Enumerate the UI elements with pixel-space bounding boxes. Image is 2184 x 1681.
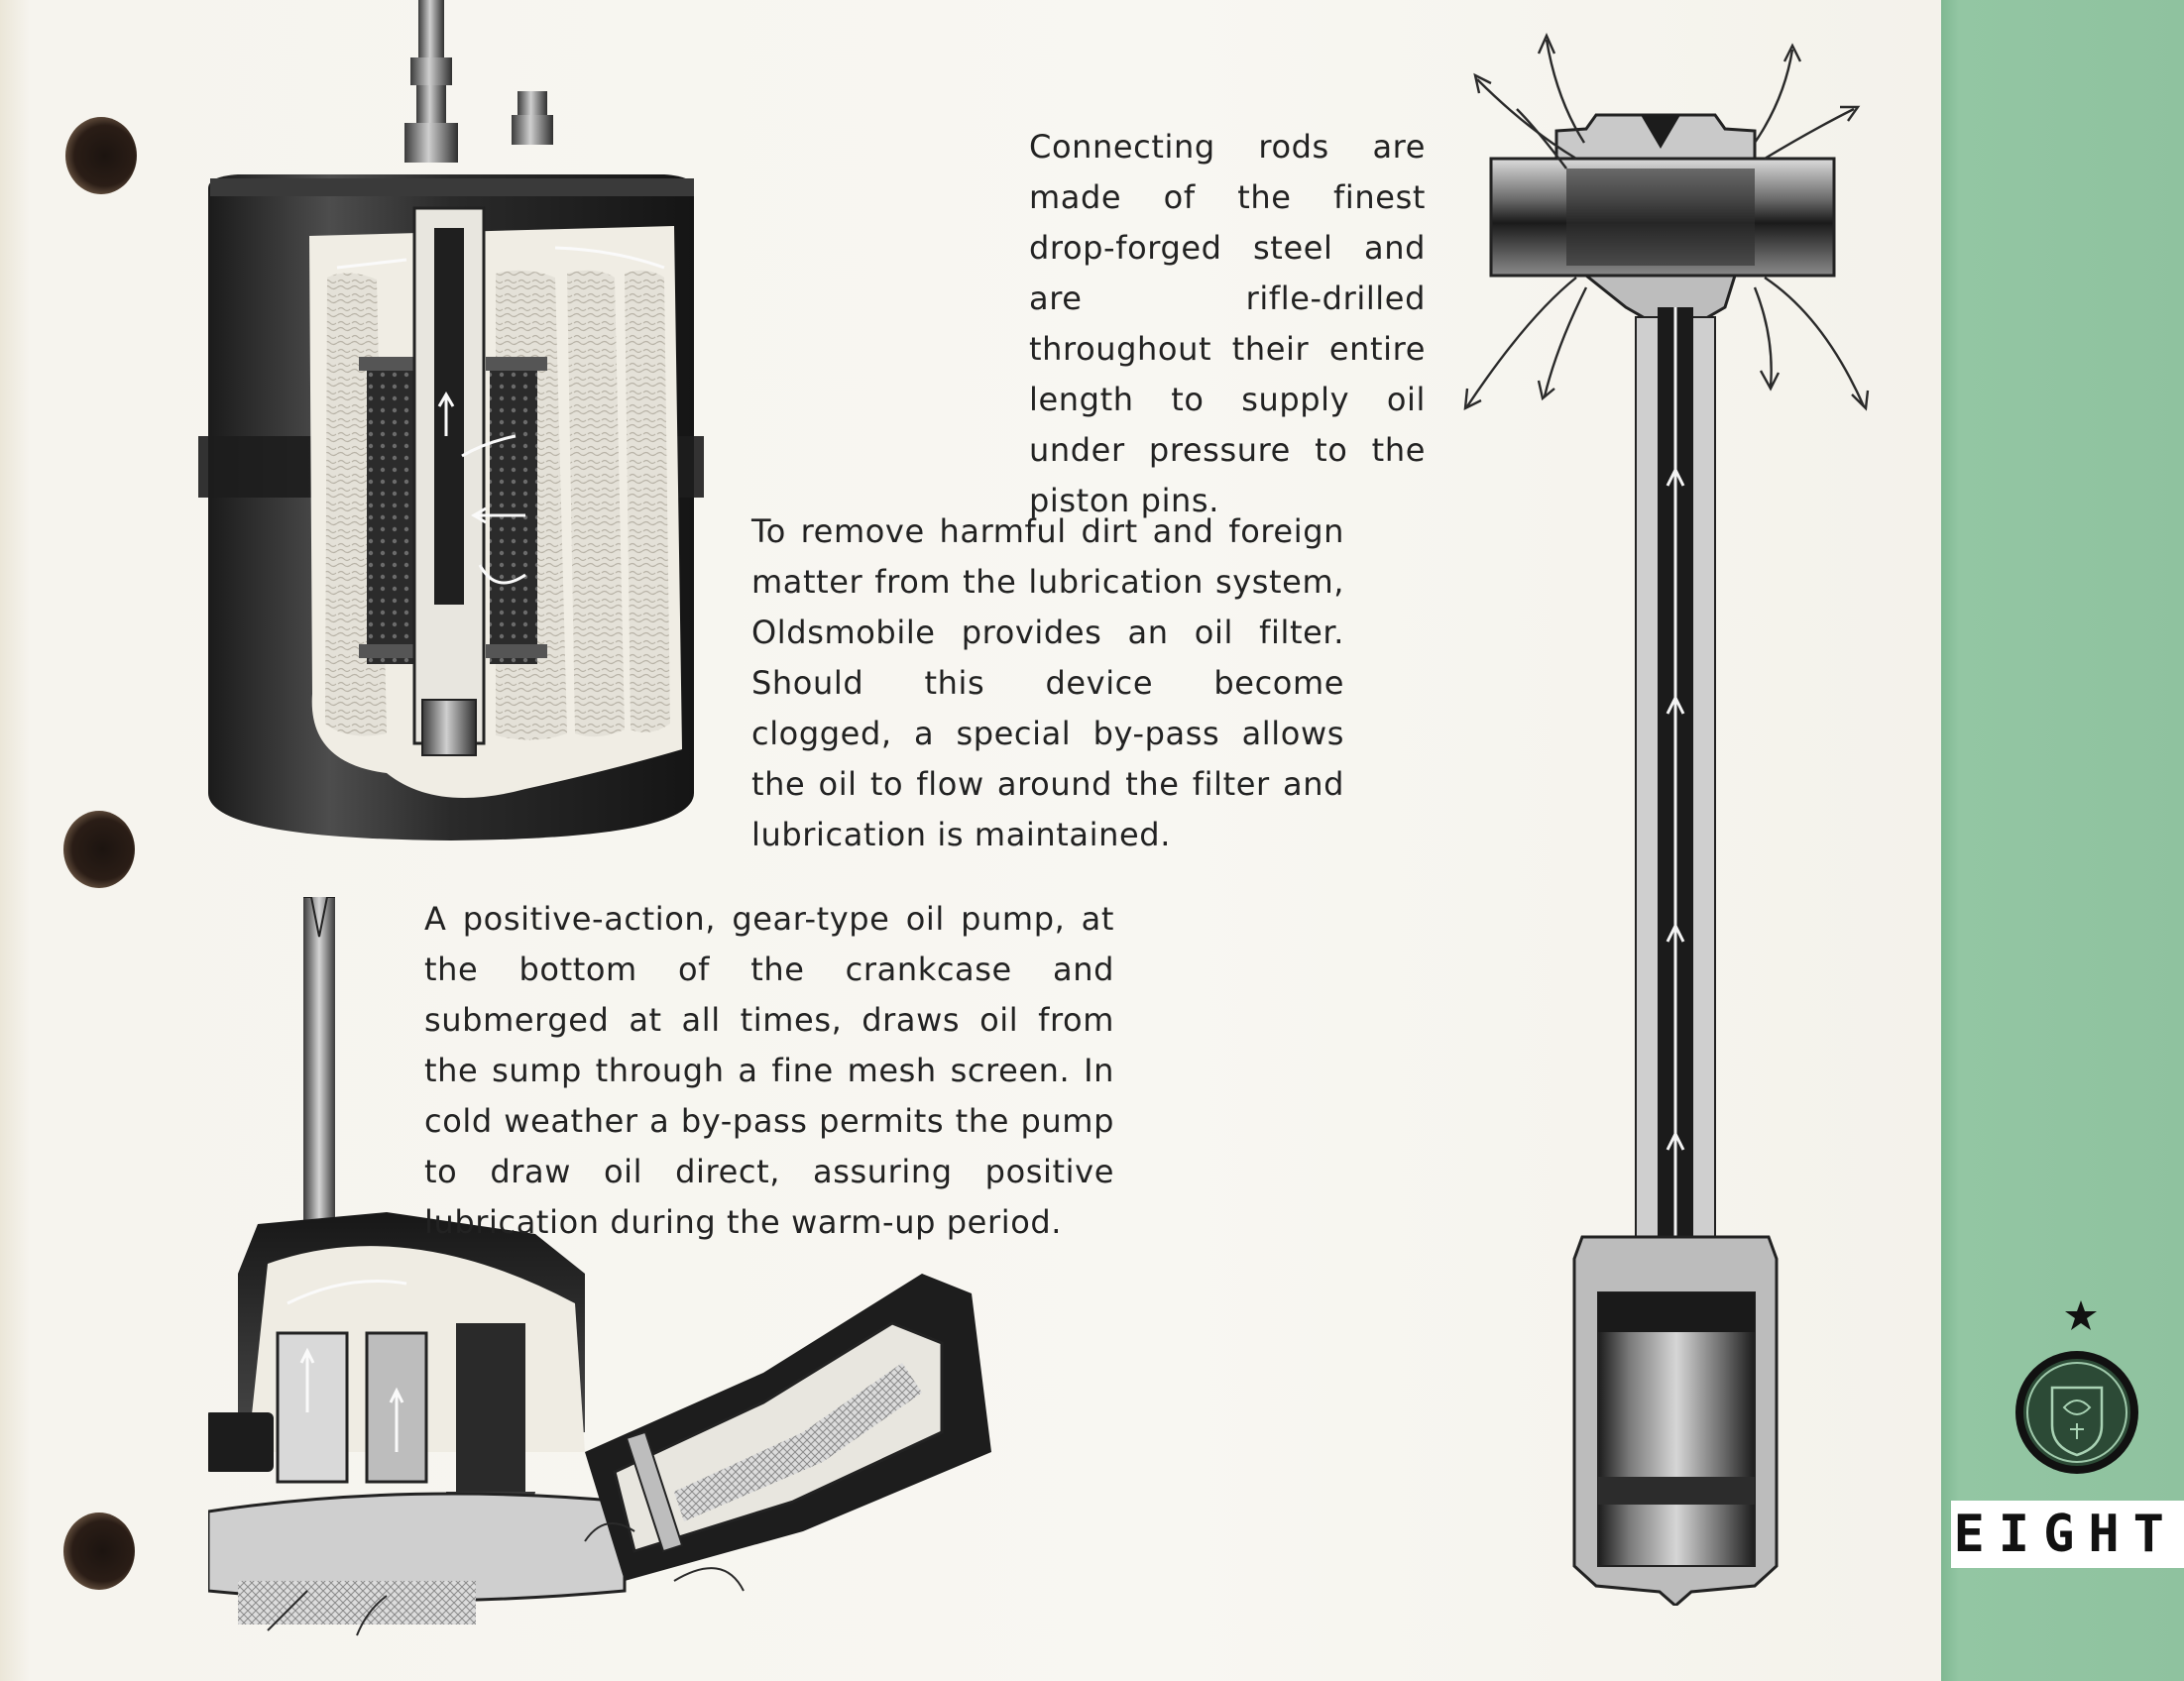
oil-filter-text: To remove harmful dirt and foreign matte…	[751, 512, 1344, 853]
oil-pump-illustration	[208, 897, 991, 1636]
section-label: EIGHT	[1951, 1501, 2184, 1568]
oldsmobile-emblem-icon	[2015, 1351, 2138, 1474]
oil-pump-caption: A positive-action, gear-type oil pump, a…	[424, 894, 1114, 1248]
connecting-rods-text: Connecting rods are made of the finest d…	[1029, 128, 1426, 519]
punch-hole-bottom	[63, 1513, 135, 1590]
star-icon	[2065, 1300, 2097, 1330]
punch-hole-middle	[63, 811, 135, 888]
oil-pump-text: A positive-action, gear-type oil pump, a…	[424, 900, 1114, 1241]
punch-hole-top	[65, 117, 137, 194]
connecting-rods-caption: Connecting rods are made of the finest d…	[1029, 122, 1426, 526]
oil-filter-caption: To remove harmful dirt and foreign matte…	[751, 506, 1344, 860]
connecting-rod-illustration	[1463, 33, 1870, 1606]
oil-filter-illustration	[198, 0, 704, 840]
